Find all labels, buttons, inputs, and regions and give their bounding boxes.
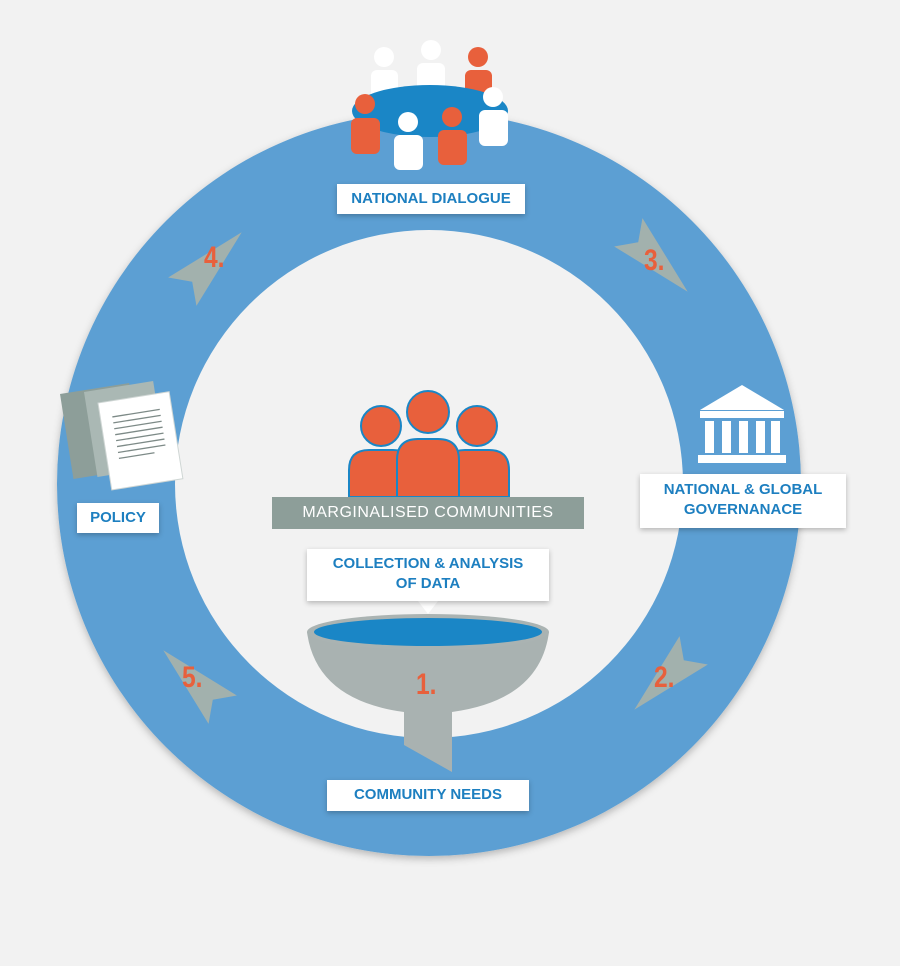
government-building-icon — [698, 385, 786, 463]
national-dialogue-label: NATIONAL DIALOGUE — [337, 184, 525, 214]
step-number-3: 3. — [644, 244, 665, 277]
arrow-2-icon — [634, 636, 708, 710]
people-around-table-icon — [351, 40, 508, 170]
governance-text-line1: NATIONAL & GLOBAL — [663, 481, 823, 498]
policy-text: POLICY — [90, 509, 146, 526]
policy-label: POLICY — [77, 503, 159, 533]
step-number-5: 5. — [182, 661, 203, 694]
arrow-3-icon — [614, 218, 688, 292]
step-number-1: 1. — [416, 668, 437, 701]
marginalised-communities-label: MARGINALISED COMMUNITIES — [272, 497, 584, 529]
governance-text-line2: GOVERNANACE — [683, 501, 803, 518]
arrow-5-icon — [163, 650, 237, 724]
collection-text-line2: OF DATA — [395, 575, 461, 592]
three-people-icon — [348, 390, 510, 498]
arrow-4-icon — [168, 232, 242, 306]
collection-analysis-label: COLLECTION & ANALYSIS OF DATA — [307, 549, 549, 601]
documents-icon — [60, 381, 184, 491]
funnel-icon — [307, 601, 549, 772]
step-number-2: 2. — [654, 661, 675, 694]
national-dialogue-text: NATIONAL DIALOGUE — [351, 190, 511, 207]
community-needs-label: COMMUNITY NEEDS — [327, 780, 529, 811]
collection-text-line1: COLLECTION & ANALYSIS — [332, 555, 524, 572]
step-number-4: 4. — [204, 241, 225, 274]
community-needs-text: COMMUNITY NEEDS — [353, 786, 503, 803]
national-global-governance-label: NATIONAL & GLOBAL GOVERNANACE — [640, 474, 846, 528]
